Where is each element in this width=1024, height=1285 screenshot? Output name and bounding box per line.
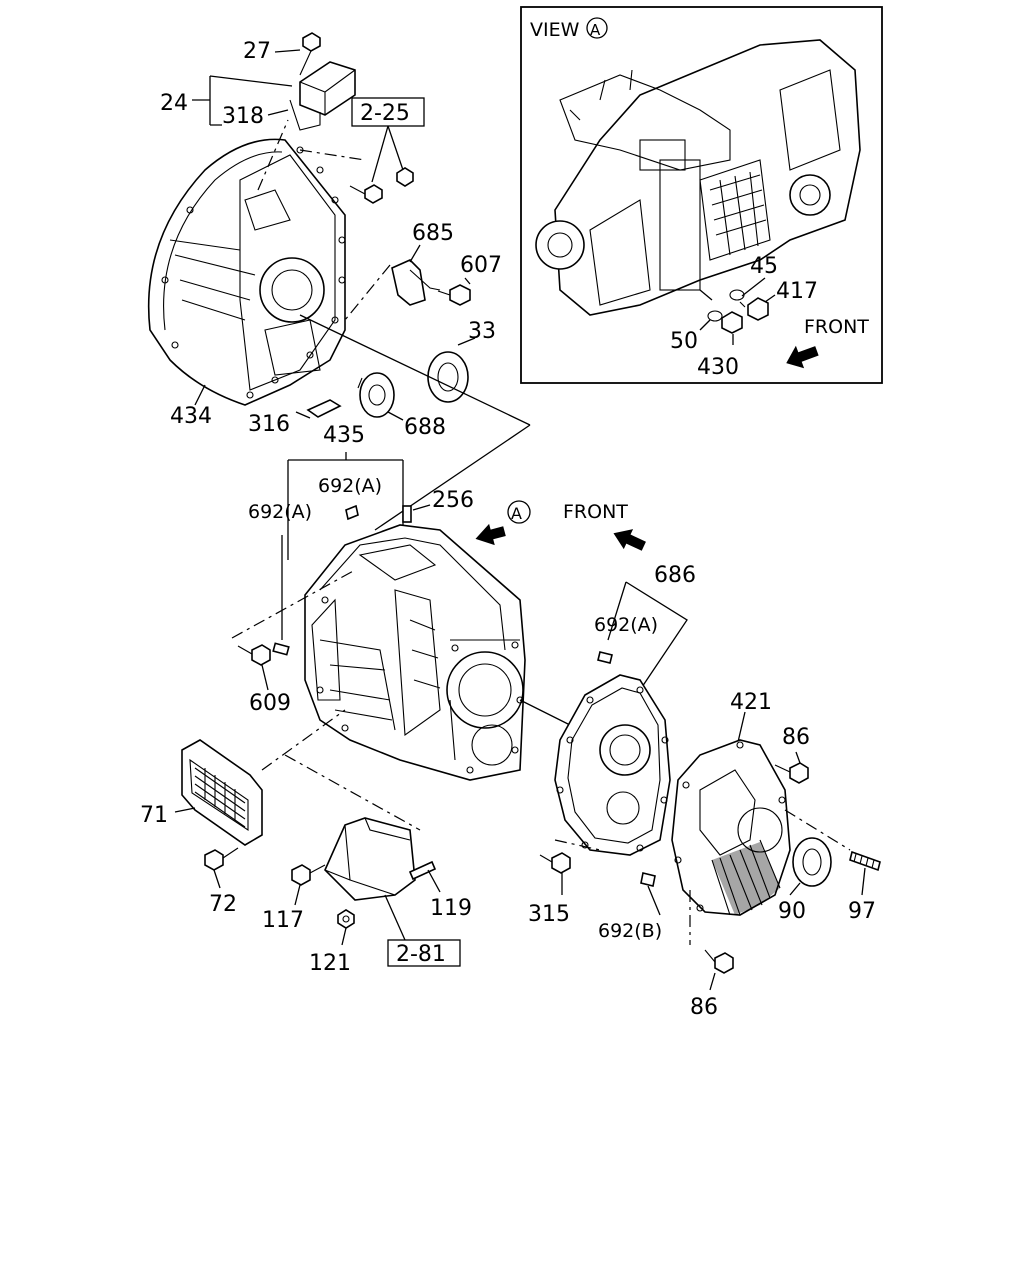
view-a-marker: A [590, 21, 601, 39]
front-arrow-icon [786, 345, 819, 369]
part-417-plug [739, 297, 769, 321]
callout-417: 417 [776, 279, 818, 304]
callout-256: 256 [432, 488, 474, 513]
part-117-bolt [291, 864, 326, 886]
ref-label-2-81: 2-81 [396, 942, 446, 967]
callout-421: 421 [730, 690, 772, 715]
part-430-plug [721, 311, 743, 334]
callout-692a-right: 692(A) [594, 614, 658, 636]
side-cover-71 [181, 739, 263, 846]
part-692a-pin-3 [597, 651, 613, 664]
callout-71: 71 [140, 803, 168, 828]
callout-45: 45 [750, 254, 778, 279]
front-label: FRONT [563, 501, 628, 523]
part-86-bolt-bottom [704, 949, 734, 974]
part-121-nut [337, 909, 355, 929]
callout-435: 435 [323, 423, 365, 448]
callout-90: 90 [778, 899, 806, 924]
clutch-housing-434 [147, 138, 346, 406]
part-315-bolt [539, 852, 571, 874]
callout-50: 50 [670, 329, 698, 354]
part-72-bolt [204, 847, 239, 871]
callout-692b: 692(B) [598, 920, 662, 942]
callout-119: 119 [430, 896, 472, 921]
callout-430: 430 [697, 355, 739, 380]
part-2-25-bolts [349, 167, 414, 204]
part-27-bolt [299, 32, 321, 76]
part-609-bolt [237, 642, 290, 666]
part-45-oring [729, 289, 745, 301]
ref-box-2-81 [387, 939, 461, 967]
callout-27: 27 [243, 39, 271, 64]
part-607-bolt [437, 284, 471, 306]
part-90-seal [792, 837, 832, 887]
view-a-title: VIEW [530, 19, 580, 41]
part-33-seal [427, 351, 469, 403]
part-685-bracket [391, 259, 441, 306]
callout-72: 72 [209, 892, 237, 917]
part-50-oring [707, 310, 723, 322]
callout-692a-top: 692(A) [318, 475, 382, 497]
callout-316: 316 [248, 412, 290, 437]
callout-86-bottom: 86 [690, 995, 718, 1020]
view-a-transmission [535, 39, 861, 316]
callout-685: 685 [412, 221, 454, 246]
callout-607: 607 [460, 253, 502, 278]
ref-label-2-25: 2-25 [360, 101, 410, 126]
callout-121: 121 [309, 951, 351, 976]
part-692b-pin [640, 872, 656, 887]
callout-24: 24 [160, 91, 188, 116]
callout-609: 609 [249, 691, 291, 716]
front-arrow-main-icon [613, 529, 646, 551]
transmission-case [304, 524, 526, 781]
part-97-stud [849, 850, 881, 872]
callout-686: 686 [654, 563, 696, 588]
view-a-arrow-icon [475, 523, 506, 546]
view-a-marker-main: A [511, 504, 522, 523]
part-256-pin [402, 505, 412, 523]
callout-318: 318 [222, 104, 264, 129]
callout-33: 33 [468, 319, 496, 344]
view-a-circle [586, 17, 608, 39]
part-24-switch [289, 61, 356, 131]
part-688-bearing [357, 372, 395, 418]
view-a-frame [520, 6, 883, 384]
view-a-front-label: FRONT [804, 316, 869, 338]
part-119-stud [408, 860, 437, 881]
view-a-marker-circle [507, 500, 531, 524]
callout-434: 434 [170, 404, 212, 429]
callout-97: 97 [848, 899, 876, 924]
callout-86-top: 86 [782, 725, 810, 750]
part-692a-pin-1 [345, 504, 359, 521]
intermediate-plate-686 [554, 674, 671, 856]
view-a-inset: VIEW A [520, 6, 883, 384]
callout-315: 315 [528, 902, 570, 927]
rear-cover-421 [671, 739, 791, 916]
callout-692a-left: 692(A) [248, 501, 312, 523]
pto-cover-2-81 [324, 817, 416, 901]
callout-688: 688 [404, 415, 446, 440]
part-316-plate [306, 399, 342, 418]
callout-117: 117 [262, 908, 304, 933]
